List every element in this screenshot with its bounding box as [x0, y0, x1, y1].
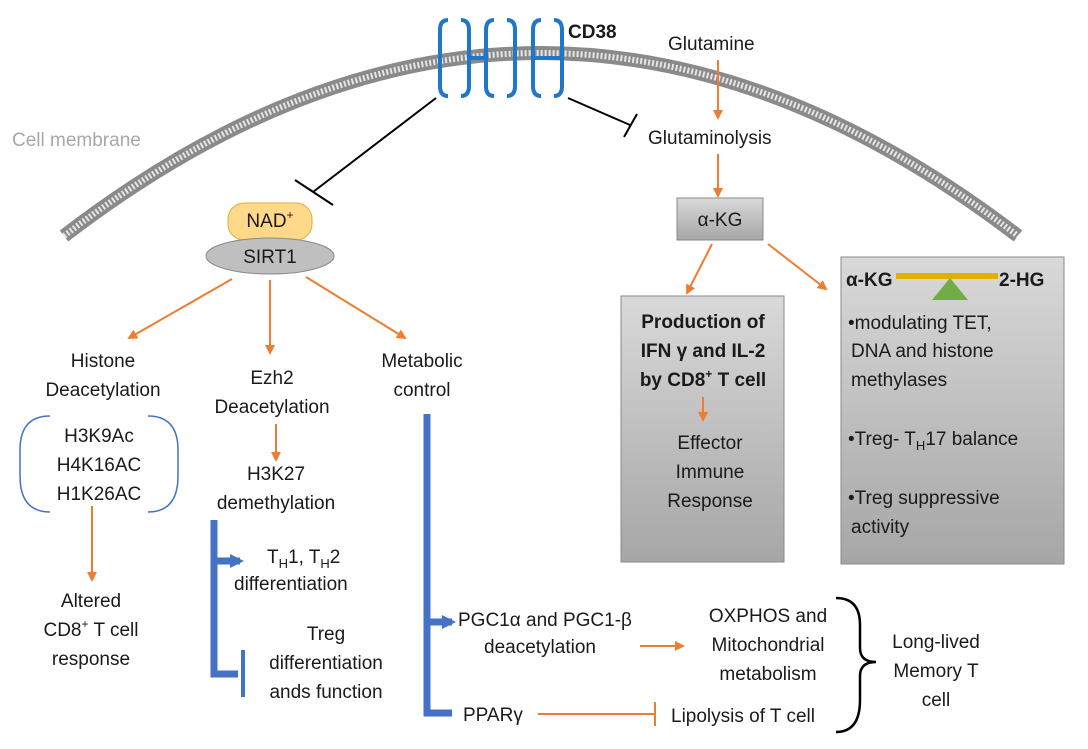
ezh2-line-1: Ezh2 [250, 368, 293, 389]
cell-membrane-arc-inner [62, 50, 1020, 239]
altered-line-1: Altered [61, 591, 121, 612]
glutaminolysis-label: Glutaminolysis [648, 128, 772, 149]
h3k27-line-2: demethylation [217, 493, 335, 514]
ezh2-line-2: Deacetylation [214, 397, 329, 418]
metabolic-line-1: Metabolic [381, 351, 462, 372]
akg-box [676, 197, 764, 241]
right-box-line-2: DNA and histone [851, 341, 994, 362]
oxphos-line-2: Mitochondrial [712, 635, 825, 656]
balance-scale-icon [896, 273, 998, 300]
histone-line-2: Deacetylation [45, 380, 160, 401]
pgc-line-1: PGC1α and PGC1-β [458, 610, 632, 631]
th-line-2: differentiation [234, 574, 348, 595]
effector-line-1: Effector [677, 433, 743, 454]
nad-label: NAD+ [246, 208, 293, 232]
memory-line-2: Memory T [893, 661, 979, 682]
effector-line-3: Response [667, 491, 753, 512]
sirt1-label: SIRT1 [243, 247, 297, 268]
ppar-label: PPARγ [463, 705, 523, 726]
th-line-1: TH1, TH2 [267, 547, 340, 571]
sirt1-badge [205, 237, 335, 275]
right-box-line-6: activity [851, 517, 910, 538]
production-line-1: Production of [641, 312, 765, 333]
balance-left-label: α-KG [846, 270, 893, 291]
cd38-receptor-icon [438, 18, 564, 98]
production-box [620, 295, 785, 563]
cd38-inhibits-glutaminolysis [567, 97, 638, 138]
mark-1: H3K9Ac [64, 426, 134, 447]
production-line-2: IFN γ and IL-2 [641, 341, 766, 362]
treg-line-1: Treg [307, 624, 345, 645]
ezh2-blue-connector [210, 520, 238, 678]
marks-bracket-right [147, 415, 179, 513]
marks-bracket-left [19, 415, 51, 513]
akg-label: α-KG [698, 210, 743, 231]
right-box-line-5: •Treg suppressive [848, 488, 1000, 509]
metabolic-blue-connector [423, 414, 452, 717]
production-line-3: by CD8+ T cell [640, 367, 766, 391]
right-box-line-4: •Treg- TH17 balance [848, 429, 1018, 453]
oxphos-line-1: OXPHOS and [709, 606, 827, 627]
histone-line-1: Histone [71, 351, 135, 372]
cd38-inhibits-nad [294, 97, 437, 206]
ppar-inhibits-lipolysis [538, 702, 656, 726]
balance-box [840, 256, 1065, 565]
memory-line-1: Long-lived [892, 632, 980, 653]
arrow-akg-production [686, 243, 713, 295]
memory-brace-icon [835, 596, 877, 734]
treg-line-2: differentiation [269, 653, 383, 674]
arrow-sirt1-histone [127, 278, 233, 339]
pgc-line-2: deacetylation [484, 637, 596, 658]
metabolic-line-2: control [393, 380, 450, 401]
cd38-label: CD38 [568, 22, 617, 43]
mark-2: H4K16AC [57, 455, 142, 476]
cell-membrane-arc [59, 46, 1023, 242]
lipolysis-label: Lipolysis of T cell [671, 706, 815, 727]
right-box-line-1: •modulating TET, [848, 313, 992, 334]
memory-line-3: cell [922, 690, 951, 711]
mark-3: H1K26AC [57, 484, 142, 505]
arrow-sirt1-metabolic [305, 276, 407, 340]
effector-line-2: Immune [676, 462, 745, 483]
altered-line-2: CD8+ T cell [43, 617, 138, 641]
balance-right-label: 2-HG [999, 270, 1044, 291]
oxphos-line-3: metabolism [719, 664, 816, 685]
h3k27-line-1: H3K27 [247, 464, 305, 485]
treg-line-3: ands function [269, 682, 382, 703]
arrow-akg-balance [767, 243, 828, 291]
right-box-line-3: methylases [851, 370, 947, 391]
glutamine-label: Glutamine [668, 34, 755, 55]
altered-line-3: response [52, 649, 130, 670]
cell-membrane-label: Cell membrane [12, 130, 141, 151]
